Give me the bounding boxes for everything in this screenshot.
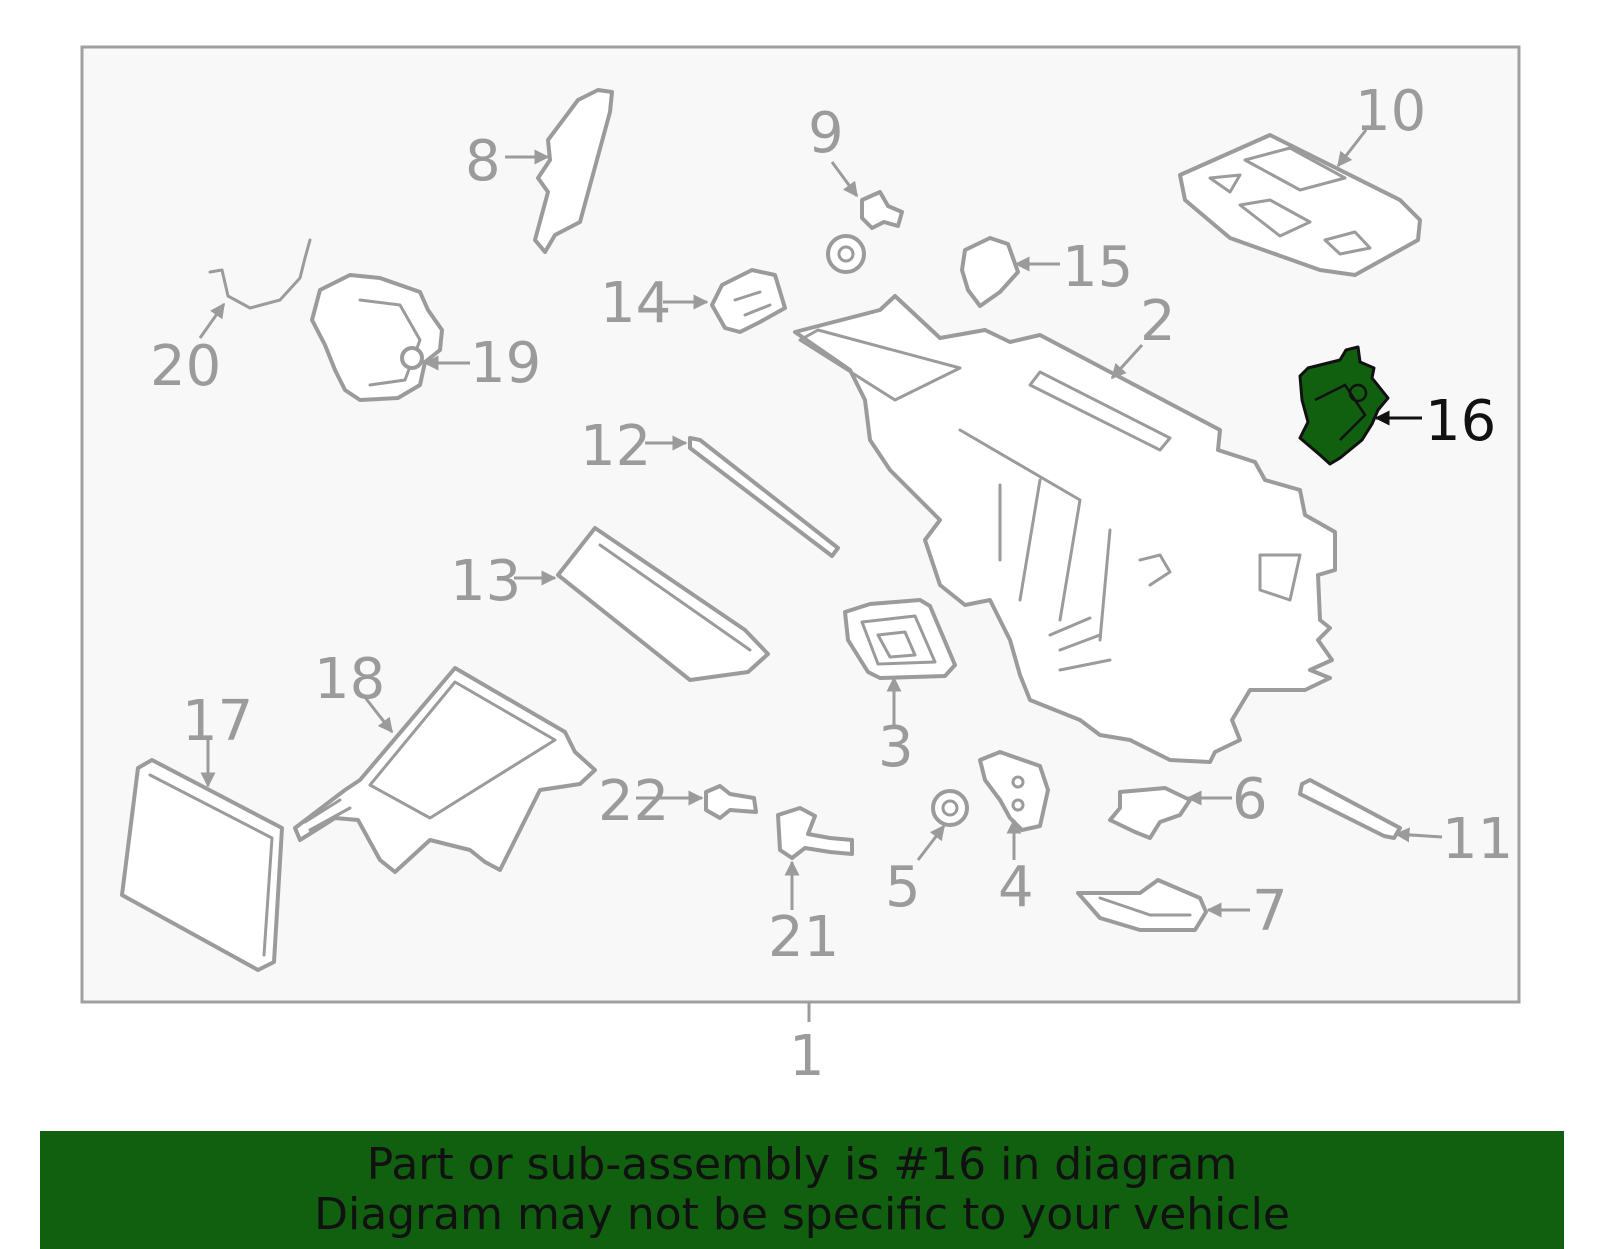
callout-label-16: 16 <box>1425 389 1496 454</box>
part-18-heater-core <box>293 666 597 874</box>
part-14-actuator <box>710 268 787 334</box>
part-12-rod <box>688 436 840 558</box>
callout-label-13: 13 <box>450 549 521 614</box>
callout-arrows <box>198 129 1443 918</box>
callout-label-5: 5 <box>885 855 921 920</box>
callout-label-19: 19 <box>470 331 541 396</box>
callout-label-11: 11 <box>1442 807 1513 872</box>
callout-label-9: 9 <box>808 101 844 166</box>
callout-label-20: 20 <box>150 334 221 399</box>
callout-label-22: 22 <box>598 769 669 834</box>
part-16-actuator-highlighted[interactable] <box>1298 345 1390 466</box>
part-8-bracket <box>533 88 614 254</box>
callout-label-10: 10 <box>1355 79 1426 144</box>
callout-label-12: 12 <box>580 414 651 479</box>
callout-label-7: 7 <box>1252 879 1288 944</box>
callout-label-17: 17 <box>182 689 253 754</box>
part-11-seal <box>1298 778 1402 840</box>
banner-line-1: Part or sub-assembly is #16 in diagram <box>366 1139 1238 1190</box>
callout-label-15: 15 <box>1062 235 1133 300</box>
part-21-sensor <box>776 806 854 860</box>
callout-label-4: 4 <box>998 855 1034 920</box>
info-banner: Part or sub-assembly is #16 in diagram D… <box>40 1131 1564 1249</box>
banner-line-2: Diagram may not be specific to your vehi… <box>314 1189 1290 1240</box>
part-5-nut <box>931 789 969 827</box>
part-20-wire <box>208 238 312 310</box>
part-2-housing <box>793 294 1337 764</box>
part-19-blower <box>310 273 444 402</box>
callout-label-3: 3 <box>878 715 914 780</box>
callout-labels: 1 2 3 4 5 6 7 8 9 10 11 12 13 14 15 16 1… <box>150 79 1513 1089</box>
part-7-duct <box>1076 878 1208 932</box>
part-13-filter <box>556 526 770 682</box>
part-6-clip <box>1108 786 1192 840</box>
part-22-bolt <box>704 784 758 820</box>
part-9-fastener <box>826 190 904 274</box>
part-17-core <box>120 758 284 972</box>
part-10-cover <box>1178 133 1422 277</box>
part-3-vent <box>843 598 957 680</box>
callout-label-18: 18 <box>314 647 385 712</box>
callout-label-14: 14 <box>600 271 671 336</box>
part-15-actuator <box>960 236 1020 308</box>
part-4-bracket <box>978 750 1050 832</box>
callout-label-2: 2 <box>1140 289 1176 354</box>
callout-label-8: 8 <box>465 129 501 194</box>
callout-label-21: 21 <box>768 905 839 970</box>
callout-label-6: 6 <box>1232 767 1268 832</box>
callout-label-1: 1 <box>789 1024 825 1089</box>
parts-diagram: 1 2 3 4 5 6 7 8 9 10 11 12 13 14 15 16 1… <box>80 45 1521 1089</box>
